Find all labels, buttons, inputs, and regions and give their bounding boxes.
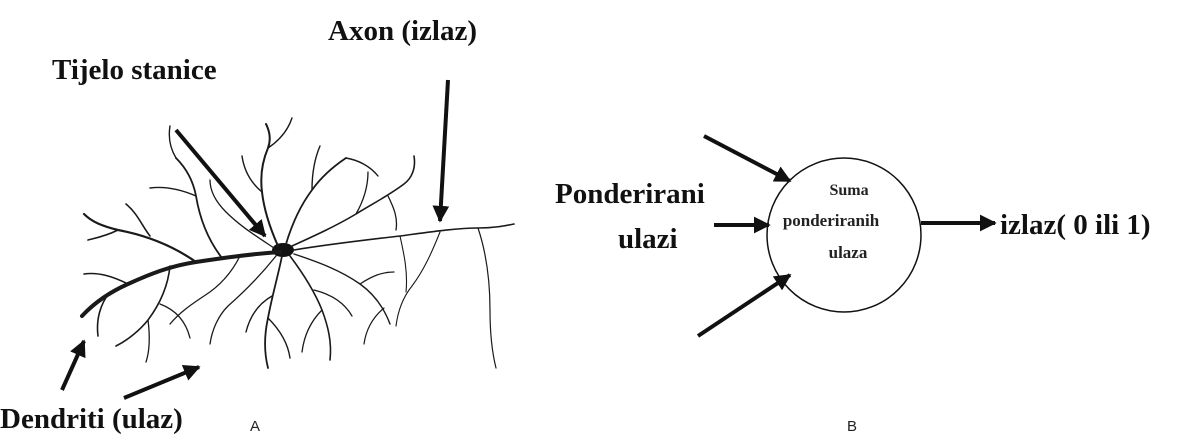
dendrite-branch bbox=[87, 203, 151, 241]
dendrite-main bbox=[80, 250, 282, 318]
label-weighted-inputs-line1: Ponderirani bbox=[555, 178, 705, 210]
dendrite-branch bbox=[241, 117, 293, 193]
dendrite-branch bbox=[169, 255, 241, 325]
panel-label-b: B bbox=[847, 418, 857, 435]
arrow-dendrite-left bbox=[60, 339, 86, 391]
label-weighted-inputs-line2: ulazi bbox=[618, 223, 678, 255]
dendrite-branch bbox=[355, 171, 398, 231]
dendrite-branch bbox=[311, 145, 379, 191]
axon-collateral bbox=[399, 235, 408, 293]
arrow-axon bbox=[432, 79, 450, 223]
dendrite-branch bbox=[293, 253, 391, 325]
node-label-line1: Suma bbox=[829, 182, 868, 199]
axon-collateral bbox=[477, 227, 497, 369]
dendrite-branch bbox=[83, 272, 129, 337]
label-cell-body: Tijelo stanice bbox=[52, 54, 217, 86]
axon bbox=[293, 223, 515, 251]
dendrite-branch bbox=[175, 157, 223, 259]
arrow-dendrite-right bbox=[123, 365, 201, 400]
input-arrow-bottom bbox=[696, 273, 792, 338]
summation-node bbox=[766, 157, 922, 313]
dendrite-branch bbox=[209, 255, 277, 345]
arrow-cell-body bbox=[174, 128, 267, 238]
node-label-line3: ulaza bbox=[829, 243, 868, 262]
dendrite-branch bbox=[260, 123, 279, 247]
neuron-drawing bbox=[80, 117, 515, 369]
panel-a: Tijelo stanice Axon (izlaz) Dendriti (ul… bbox=[0, 15, 515, 435]
dendrite-branch bbox=[359, 271, 395, 345]
dendrite-branch bbox=[209, 179, 275, 249]
label-dendrites: Dendriti (ulaz) bbox=[0, 403, 183, 435]
panel-label-a: A bbox=[250, 418, 260, 435]
label-output: izlaz( 0 ili 1) bbox=[1000, 209, 1151, 241]
input-arrow-top bbox=[703, 134, 792, 183]
dendrite-branch bbox=[301, 289, 353, 353]
dendrite-branch bbox=[149, 125, 197, 197]
dendrite-branch bbox=[291, 155, 416, 247]
dendrite-branch bbox=[145, 303, 191, 363]
cell-body bbox=[272, 243, 294, 257]
dendrite-branch bbox=[285, 157, 347, 245]
node-label-line2: ponderiranih bbox=[783, 211, 880, 230]
dendrite-branch bbox=[289, 255, 332, 361]
panel-b: Suma ponderiranih ulaza Ponderirani ulaz… bbox=[555, 134, 1151, 435]
label-axon: Axon (izlaz) bbox=[328, 15, 477, 47]
dendrite-branch bbox=[264, 255, 283, 369]
dendrite-branch bbox=[245, 295, 291, 359]
axon-collateral bbox=[395, 231, 441, 327]
